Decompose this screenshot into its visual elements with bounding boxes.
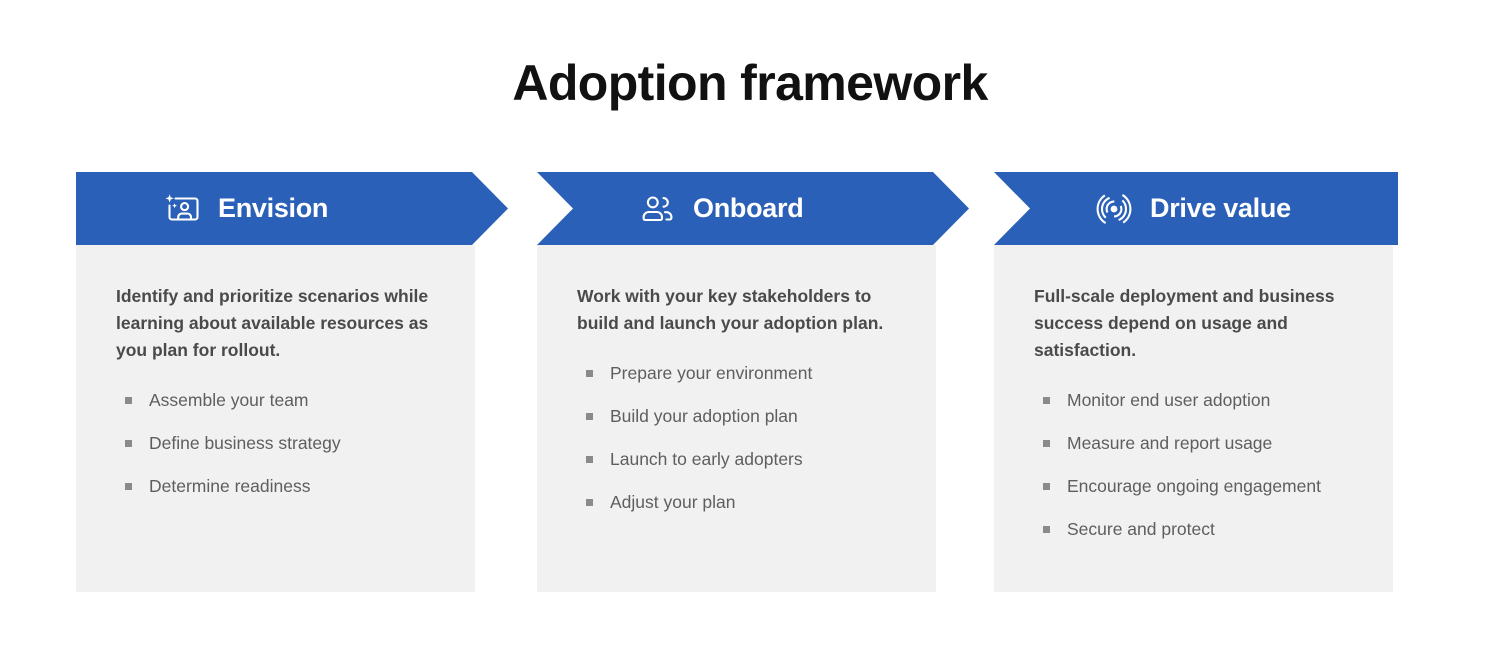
people-group-icon <box>637 189 677 229</box>
bullet-square-icon <box>125 397 132 404</box>
list-item-label: Encourage ongoing engagement <box>1067 476 1321 496</box>
stage-envision: Envision Identify and prioritize scenari… <box>76 172 508 592</box>
bullet-square-icon <box>1043 526 1050 533</box>
list-item: Monitor end user adoption <box>1034 390 1353 410</box>
stage-onboard-list: Prepare your environment Build your adop… <box>577 363 896 512</box>
page-title: Adoption framework <box>512 55 988 111</box>
stage-drive-value-list: Monitor end user adoption Measure and re… <box>1034 390 1353 539</box>
list-item: Secure and protect <box>1034 519 1353 539</box>
stage-drive-value: Drive value Full-scale deployment and bu… <box>994 172 1398 592</box>
stage-onboard-header: Onboard <box>537 172 969 245</box>
list-item-label: Build your adoption plan <box>610 406 798 426</box>
bullet-square-icon <box>1043 483 1050 490</box>
bullet-square-icon <box>1043 440 1050 447</box>
stage-drive-value-title: Drive value <box>1150 193 1291 223</box>
stage-onboard-title: Onboard <box>693 193 804 223</box>
stage-envision-title: Envision <box>218 193 329 223</box>
list-item-label: Monitor end user adoption <box>1067 390 1271 410</box>
bullet-square-icon <box>586 499 593 506</box>
list-item: Prepare your environment <box>577 363 896 383</box>
list-item-label: Determine readiness <box>149 476 311 496</box>
list-item: Define business strategy <box>116 433 435 453</box>
stage-envision-card: Identify and prioritize scenarios while … <box>76 245 475 592</box>
bullet-square-icon <box>586 413 593 420</box>
list-item: Adjust your plan <box>577 492 896 512</box>
envision-sparkle-person-frame-icon <box>162 189 202 229</box>
list-item: Determine readiness <box>116 476 435 496</box>
list-item: Assemble your team <box>116 390 435 410</box>
stage-envision-description: Identify and prioritize scenarios while … <box>116 286 429 360</box>
list-item-label: Adjust your plan <box>610 492 736 512</box>
stage-onboard: Onboard Work with your key stakeholders … <box>537 172 969 592</box>
list-item: Launch to early adopters <box>577 449 896 469</box>
adoption-framework-diagram: Envision Identify and prioritize scenari… <box>76 172 1398 592</box>
stage-onboard-description: Work with your key stakeholders to build… <box>577 286 884 333</box>
list-item-label: Launch to early adopters <box>610 449 803 469</box>
stage-drive-value-header: Drive value <box>994 172 1398 245</box>
list-item: Measure and report usage <box>1034 433 1353 453</box>
list-item-label: Prepare your environment <box>610 363 813 383</box>
bullet-square-icon <box>586 456 593 463</box>
bullet-square-icon <box>586 370 593 377</box>
list-item-label: Define business strategy <box>149 433 341 453</box>
stage-drive-value-card: Full-scale deployment and business succe… <box>994 245 1393 592</box>
list-item-label: Measure and report usage <box>1067 433 1273 453</box>
stage-envision-list: Assemble your team Define business strat… <box>116 390 435 496</box>
list-item-label: Assemble your team <box>149 390 309 410</box>
list-item-label: Secure and protect <box>1067 519 1215 539</box>
list-item: Encourage ongoing engagement <box>1034 476 1353 496</box>
bullet-square-icon <box>125 440 132 447</box>
radar-target-icon <box>1094 189 1134 229</box>
stage-envision-header: Envision <box>76 172 508 245</box>
bullet-square-icon <box>1043 397 1050 404</box>
stage-drive-value-description: Full-scale deployment and business succe… <box>1034 286 1335 360</box>
bullet-square-icon <box>125 483 132 490</box>
list-item: Build your adoption plan <box>577 406 896 426</box>
stage-onboard-card: Work with your key stakeholders to build… <box>537 245 936 592</box>
